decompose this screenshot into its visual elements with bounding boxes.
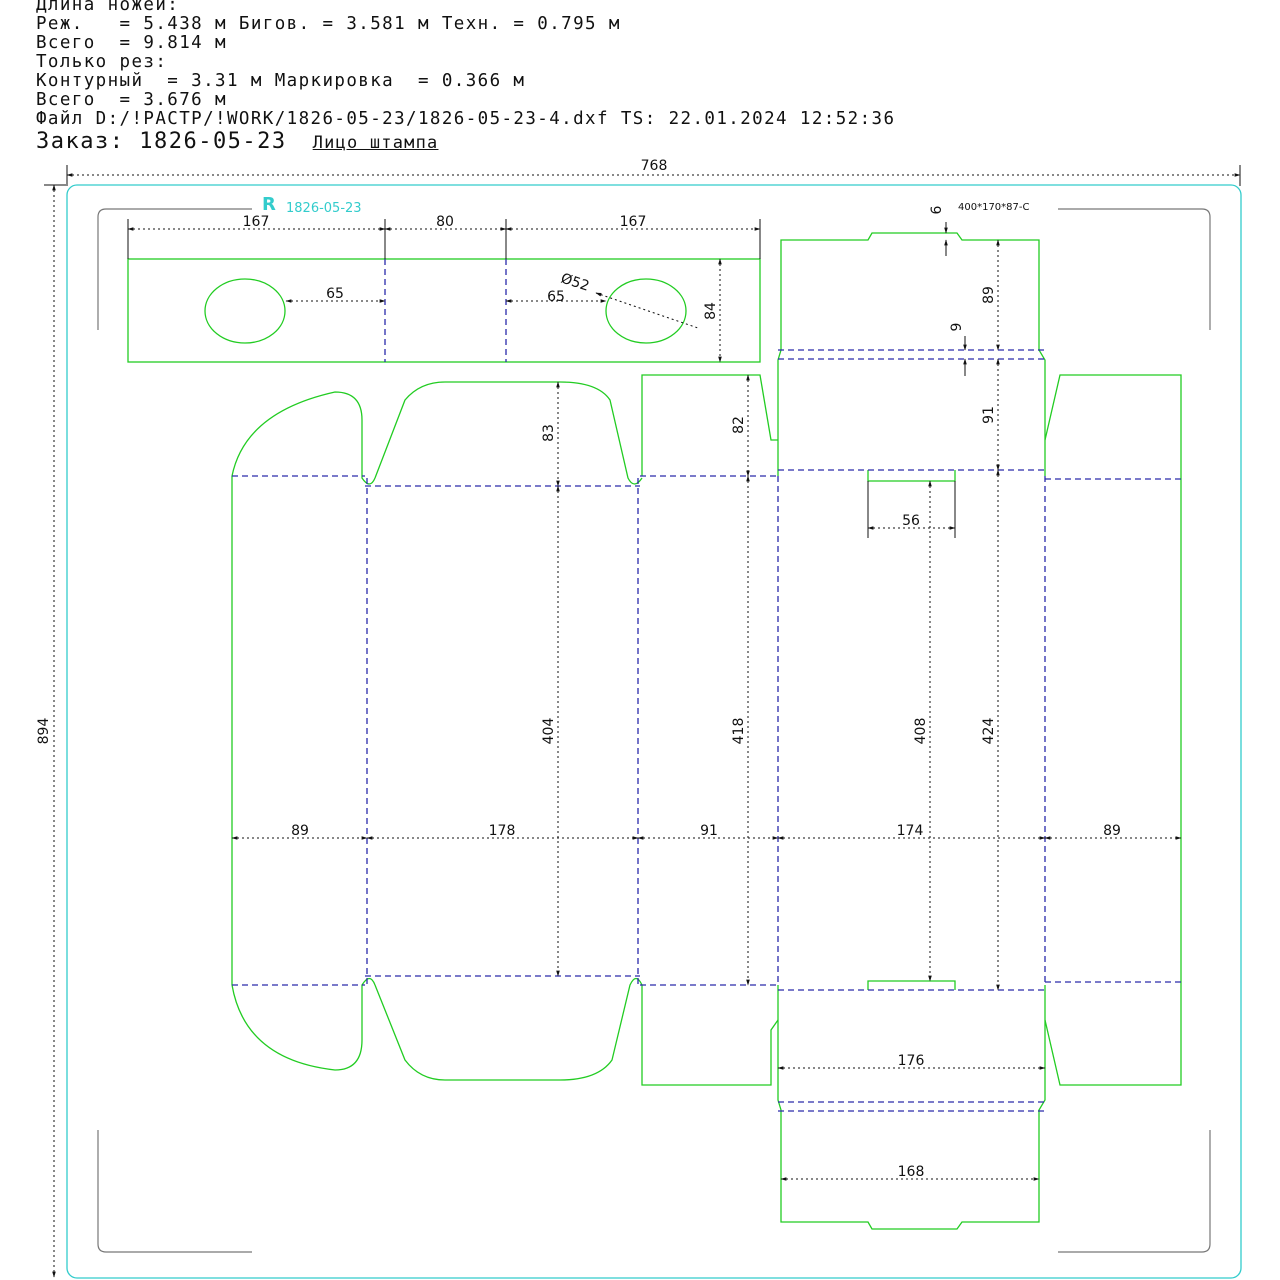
dim-top-strip-height: 84: [703, 302, 719, 320]
dim-top-left-width: 167: [243, 214, 270, 230]
dim-side-panel-width: 91: [700, 823, 718, 839]
stamp-number: 1826-05-23: [286, 201, 362, 216]
dim-gap-mid: 9: [949, 323, 965, 332]
handle-hole-right: [605, 278, 687, 344]
dim-top-right-width: 167: [620, 214, 647, 230]
top-strip-outline: [127, 258, 761, 363]
stamp-logo: R 1826-05-23: [262, 194, 362, 216]
handle-hole-left: [204, 278, 286, 344]
dim-gap-top: 6: [929, 205, 945, 214]
header-file-path: Файл D:/!РАСТР/!WORK/1826-05-23/1826-05-…: [36, 109, 896, 129]
header-cut-total: Всего = 3.676 м: [36, 90, 227, 110]
drawing-header: Длина ножей: Реж. = 5.438 м Бигов. = 3.5…: [36, 0, 1036, 156]
header-contour-marking: Контурный = 3.31 м Маркировка = 0.366 м: [36, 71, 526, 91]
header-knife-length-total: Всего = 9.814 м: [36, 33, 227, 53]
corner-markers: [97, 208, 1211, 1253]
dim-overall-height: [44, 184, 66, 1278]
dim-front-panel-height: 404: [541, 718, 557, 745]
dim-hole-offset-right: 65: [547, 289, 565, 305]
dim-top-mid-width: 80: [436, 214, 454, 230]
dim-right-panel-width: 89: [1103, 823, 1121, 839]
dim-top-lid-flap-height: 89: [981, 286, 997, 304]
dim-tab-width: 56: [902, 513, 920, 529]
stamp-face-link: Лицо штампа: [312, 133, 439, 153]
dim-glue-panel-width: 89: [291, 823, 309, 839]
dim-front-panel-width: 178: [489, 823, 516, 839]
dim-back-panel-height: 424: [981, 718, 997, 745]
dim-front-flap-height: 83: [541, 424, 557, 442]
body-dim-lines: [231, 222, 1182, 1181]
header-knife-length-breakdown: Реж. = 5.438 м Бигов. = 3.581 м Техн. = …: [36, 14, 621, 34]
dim-tab-height: 408: [913, 718, 929, 745]
header-knife-length-title: Длина ножей:: [36, 0, 180, 15]
dim-lid-height: 91: [981, 406, 997, 424]
box-spec: 400*170*87-C: [958, 202, 1030, 213]
dim-bottom-flap-width: 168: [898, 1164, 925, 1180]
header-cut-only-title: Только рез:: [36, 52, 168, 72]
stamp-logo-icon: R: [262, 194, 276, 215]
dim-overall-width-label: 768: [641, 158, 668, 174]
dim-back-panel-width: 174: [897, 823, 924, 839]
dim-hole-offset-left: 65: [326, 286, 344, 302]
dim-bottom-lid-width: 176: [898, 1053, 925, 1069]
header-order-line: Заказ: 1826-05-23 Лицо штампа: [36, 129, 1036, 156]
box-crease-lines: [232, 349, 1181, 1112]
top-strip: [127, 258, 761, 363]
dim-overall-height-label: 894: [36, 718, 52, 745]
dim-overall-width: [66, 165, 1241, 186]
dim-side-panel-height: 418: [731, 718, 747, 745]
box-cut-lines: [231, 232, 1182, 1230]
dim-side-flap-height: 82: [731, 416, 747, 434]
top-strip-dims: [127, 219, 761, 363]
sheet-frame: [66, 184, 1242, 1279]
order-number: Заказ: 1826-05-23: [36, 129, 287, 154]
